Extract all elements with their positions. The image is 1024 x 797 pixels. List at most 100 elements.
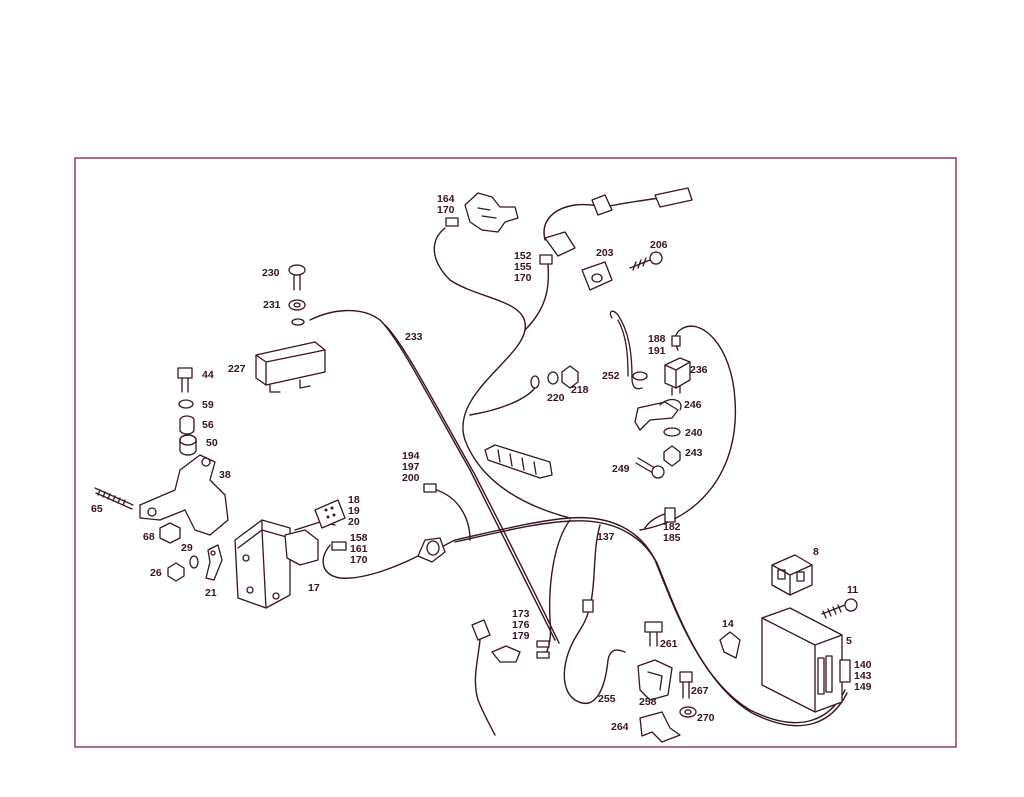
label-231: 231: [263, 299, 281, 311]
connector-18: [314, 499, 346, 529]
nut-26: [167, 562, 185, 582]
relay-236: [664, 357, 691, 396]
label-29: 29: [181, 542, 193, 554]
label-252: 252: [602, 370, 620, 382]
label-264: 264: [611, 721, 629, 733]
washer-231: [288, 299, 306, 311]
nut-218: [561, 365, 579, 389]
label-249: 249: [612, 463, 630, 475]
label-56: 56: [202, 419, 214, 431]
label-220: 220: [547, 392, 565, 404]
bracket-38: [139, 454, 229, 536]
label-11: 11: [847, 584, 858, 596]
grommet-strip: [484, 444, 553, 479]
label-240: 240: [685, 427, 703, 439]
label-246: 246: [684, 399, 702, 411]
connector-8: [771, 554, 813, 596]
lever-21: [205, 544, 223, 581]
diagram-frame: [74, 157, 957, 748]
bracket-203: [581, 261, 613, 291]
label-227: 227: [228, 363, 246, 375]
washer-220: [547, 371, 559, 385]
label-267: 267: [691, 685, 709, 697]
connector-164: [445, 192, 519, 233]
tag-194: [423, 483, 437, 493]
ring-terminal-233: [291, 318, 305, 326]
label-59: 59: [202, 399, 214, 411]
label-38: 38: [219, 469, 231, 481]
label-182: 182: [663, 521, 681, 533]
label-261: 261: [660, 638, 678, 650]
label-152: 152: [514, 250, 532, 262]
label-255: 255: [598, 693, 616, 705]
screw-206: [629, 251, 663, 271]
label-176: 176: [512, 619, 530, 631]
label-170: 170: [437, 204, 455, 216]
part-labels: 164 170 152 155 170 203 206 230 231 233 …: [91, 193, 872, 733]
label-65: 65: [91, 503, 103, 515]
screw-230: [288, 264, 306, 291]
label-218: 218: [571, 384, 589, 396]
label-18: 18: [348, 494, 360, 506]
label-233: 233: [405, 331, 423, 343]
label-230: 230: [262, 267, 280, 279]
label-194: 194: [402, 450, 420, 462]
label-200: 200: [402, 472, 420, 484]
label-44: 44: [202, 369, 214, 381]
bracket-264: [639, 711, 681, 743]
label-258: 258: [639, 696, 657, 708]
label-8: 8: [813, 546, 819, 558]
label-179: 179: [512, 630, 530, 642]
control-box-227: [255, 341, 326, 393]
label-143: 143: [854, 670, 872, 682]
label-270: 270: [697, 712, 715, 724]
washer-59: [178, 399, 194, 409]
nut-243: [663, 445, 681, 467]
stud-65: [94, 487, 134, 510]
label-155: 155: [514, 261, 532, 273]
label-164: 164: [437, 193, 455, 205]
connector-152: [539, 187, 693, 265]
label-14: 14: [722, 618, 734, 630]
control-module-5: [761, 607, 851, 713]
label-50: 50: [206, 437, 218, 449]
screw-11: [821, 598, 858, 619]
label-17: 17: [308, 582, 320, 594]
washer-240: [663, 427, 681, 437]
tag-182: [664, 507, 676, 523]
label-5: 5: [846, 635, 852, 647]
label-161: 161: [350, 543, 368, 555]
bolt-249: [635, 457, 665, 479]
ring-220: [530, 375, 540, 389]
spacer-56: [179, 415, 195, 435]
clip-246: [634, 398, 682, 431]
label-19: 19: [348, 505, 360, 517]
label-191: 191: [648, 345, 666, 357]
label-188: 188: [648, 333, 666, 345]
washer-29: [189, 555, 199, 569]
label-173: 173: [512, 608, 530, 620]
label-20: 20: [348, 516, 360, 528]
tag-158: [331, 541, 347, 551]
label-149: 149: [854, 681, 872, 693]
label-236: 236: [690, 364, 708, 376]
screw-267: [679, 671, 693, 699]
label-158: 158: [350, 532, 368, 544]
label-21: 21: [205, 587, 217, 599]
label-26: 26: [150, 567, 162, 579]
nut-68: [159, 522, 181, 544]
label-206: 206: [650, 239, 668, 251]
bushing-50: [179, 434, 197, 456]
washer-270: [679, 706, 697, 718]
label-140: 140: [854, 659, 872, 671]
plug-lower: [471, 619, 521, 736]
label-170: 170: [514, 272, 532, 284]
mount-258: [637, 659, 673, 701]
label-170: 170: [350, 554, 368, 566]
label-68: 68: [143, 531, 155, 543]
label-243: 243: [685, 447, 703, 459]
label-203: 203: [596, 247, 614, 259]
rod-252: [609, 310, 648, 390]
grommet: [417, 537, 446, 563]
